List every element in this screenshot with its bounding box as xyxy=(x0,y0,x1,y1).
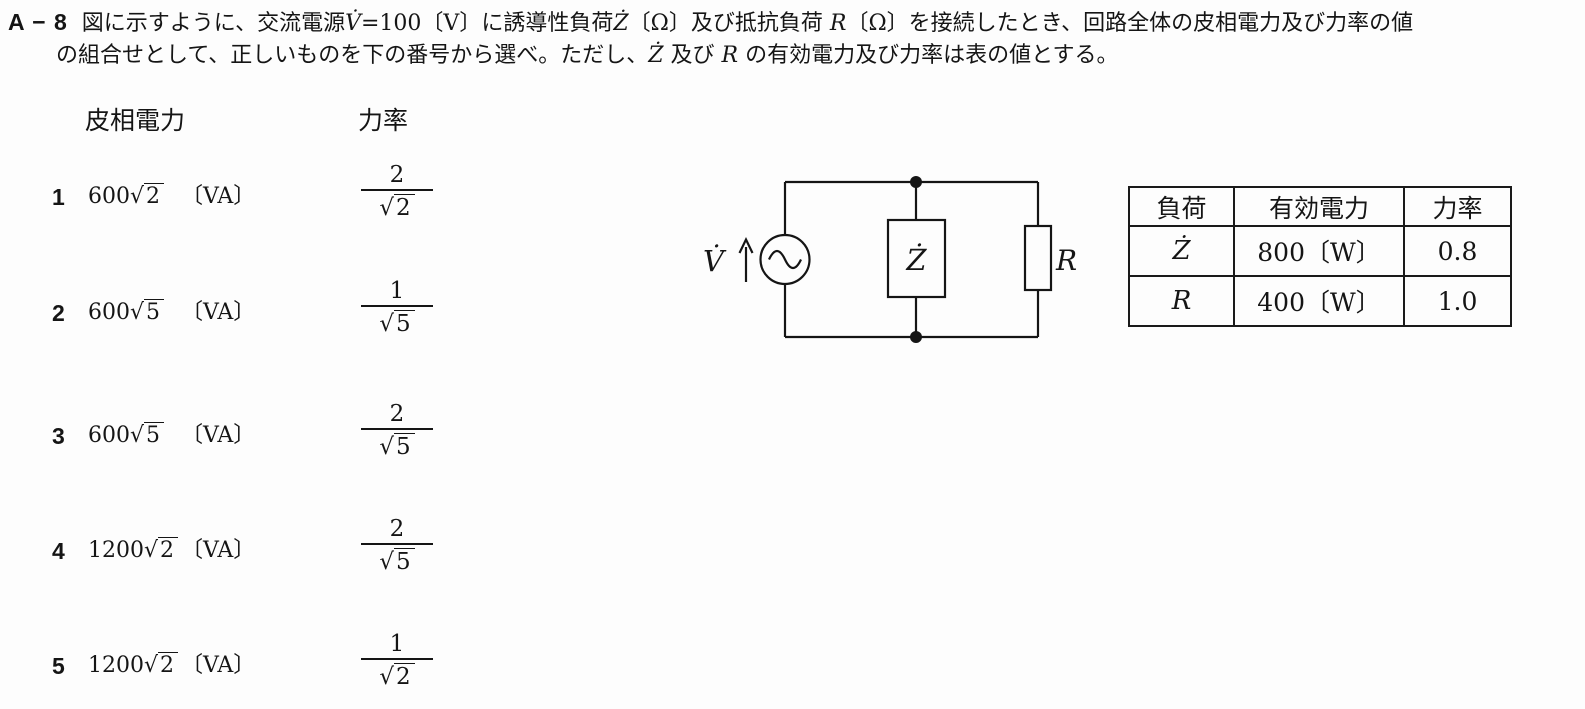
fraction-denominator: √2 xyxy=(361,658,433,691)
power-factor-cell: 0.8 xyxy=(1403,225,1512,277)
power-factor-cell: 1.0 xyxy=(1403,275,1512,327)
option-number: 2 xyxy=(52,300,65,326)
question-line-1: A − 8 図に示すように、交流電源V̇=100〔V〕に誘導性負荷Ż〔Ω〕及び抵抗… xyxy=(8,8,1413,38)
table-row-resistor: R 400〔W〕 1.0 xyxy=(1128,275,1512,327)
question-text-line1: 図に示すように、交流電源V̇=100〔V〕に誘導性負荷Ż〔Ω〕及び抵抗負荷 R〔… xyxy=(81,11,1414,36)
question-line-2: の組合せとして、正しいものを下の番号から選べ。ただし、Ż 及び R の有効電力及… xyxy=(56,43,1119,68)
impedance-box xyxy=(886,218,947,299)
apparent-power-unit: 〔VA〕 xyxy=(181,538,256,563)
radicand: 5 xyxy=(394,433,415,460)
option-number: 1 xyxy=(52,184,65,210)
power-factor-fraction: 2 √5 xyxy=(361,517,433,576)
impedance-label: Ż xyxy=(905,242,927,277)
column-header-apparent-power: 皮相電力 xyxy=(85,106,186,135)
table-header-active-power: 有効電力 xyxy=(1233,186,1405,227)
power-factor-fraction: 1 √2 xyxy=(361,632,433,691)
radicand: 2 xyxy=(144,183,165,209)
coefficient: 1200 xyxy=(88,653,144,678)
load-cell: Ż xyxy=(1128,225,1235,277)
junction-dot-bottom xyxy=(910,331,922,343)
answer-option-4: 4 1200√2 〔VA〕 2 √5 xyxy=(0,517,470,575)
apparent-power-value: 600√2 xyxy=(88,183,165,211)
option-number: 5 xyxy=(52,653,65,679)
coefficient: 600 xyxy=(88,184,130,209)
radical-sign: √ xyxy=(379,195,394,221)
apparent-power-value: 600√5 xyxy=(88,299,165,327)
radical-sign: √ xyxy=(379,549,394,575)
active-power-cell: 400〔W〕 xyxy=(1233,275,1405,327)
table-row-impedance: Ż 800〔W〕 0.8 xyxy=(1128,225,1512,277)
radicand: 2 xyxy=(394,194,415,221)
answer-option-3: 3 600√5 〔VA〕 2 √5 xyxy=(0,402,470,460)
radicand: 2 xyxy=(158,537,179,563)
radical-sign: √ xyxy=(130,300,145,325)
radicand: 2 xyxy=(158,652,179,678)
apparent-power-value: 1200√2 xyxy=(88,652,179,680)
fraction-numerator: 2 xyxy=(389,401,405,427)
active-power-cell: 800〔W〕 xyxy=(1233,225,1405,277)
coefficient: 600 xyxy=(88,423,130,448)
fraction-numerator: 2 xyxy=(389,516,405,542)
coefficient: 600 xyxy=(88,300,130,325)
circuit-diagram: V̇ Ż R xyxy=(703,176,1077,343)
load-data-table: 負荷 有効電力 力率 Ż 800〔W〕 0.8 R 400〔W〕 1.0 xyxy=(1128,186,1512,327)
table-header-row: 負荷 有効電力 力率 xyxy=(1128,186,1512,227)
sine-wave-icon xyxy=(768,249,802,270)
answer-option-5: 5 1200√2 〔VA〕 1 √2 xyxy=(0,632,470,690)
coefficient: 1200 xyxy=(88,538,144,563)
table-header-power-factor: 力率 xyxy=(1403,186,1512,227)
column-header-power-factor: 力率 xyxy=(358,106,409,135)
power-factor-fraction: 2 √5 xyxy=(361,402,433,461)
apparent-power-unit: 〔VA〕 xyxy=(181,300,256,325)
answer-option-2: 2 600√5 〔VA〕 1 √5 xyxy=(0,279,470,337)
radical-sign: √ xyxy=(379,311,394,337)
fraction-denominator: √5 xyxy=(361,428,433,461)
radicand: 5 xyxy=(144,422,165,448)
radical-sign: √ xyxy=(379,664,394,690)
fraction-numerator: 1 xyxy=(389,631,405,657)
answer-option-1: 1 600√2 〔VA〕 2 √2 xyxy=(0,163,470,221)
option-number: 4 xyxy=(52,538,65,564)
resistor-label: R xyxy=(1055,244,1077,277)
radical-sign: √ xyxy=(144,653,159,678)
radicand: 5 xyxy=(144,299,165,325)
fraction-denominator: √5 xyxy=(361,543,433,576)
source-voltage-label: V̇ xyxy=(703,244,727,278)
power-factor-fraction: 2 √2 xyxy=(361,163,433,222)
resistor-box xyxy=(1023,224,1053,292)
apparent-power-unit: 〔VA〕 xyxy=(181,423,256,448)
apparent-power-value: 600√5 xyxy=(88,422,165,450)
option-number: 3 xyxy=(52,423,65,449)
junction-dot-top xyxy=(910,176,922,188)
radical-sign: √ xyxy=(130,423,145,448)
fraction-numerator: 1 xyxy=(389,278,405,304)
radical-sign: √ xyxy=(379,434,394,460)
question-number: A − 8 xyxy=(8,9,68,35)
radical-sign: √ xyxy=(130,184,145,209)
radicand: 5 xyxy=(394,310,415,337)
apparent-power-value: 1200√2 xyxy=(88,537,179,565)
radicand: 2 xyxy=(394,663,415,690)
radicand: 5 xyxy=(394,548,415,575)
apparent-power-unit: 〔VA〕 xyxy=(181,184,256,209)
power-factor-fraction: 1 √5 xyxy=(361,279,433,338)
load-cell: R xyxy=(1128,275,1235,327)
voltage-arrow-head xyxy=(738,236,754,254)
table-header-load: 負荷 xyxy=(1128,186,1235,227)
fraction-numerator: 2 xyxy=(389,162,405,188)
fraction-denominator: √5 xyxy=(361,305,433,338)
apparent-power-unit: 〔VA〕 xyxy=(181,653,256,678)
radical-sign: √ xyxy=(144,538,159,563)
fraction-denominator: √2 xyxy=(361,189,433,222)
